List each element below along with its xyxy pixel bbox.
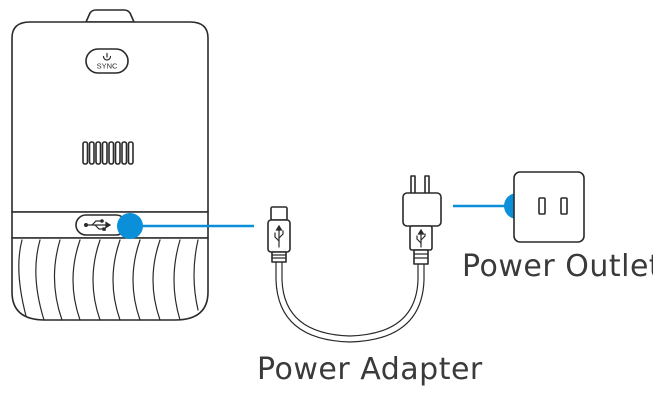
power-icon (102, 52, 112, 61)
usb-cable (267, 206, 425, 343)
camera-usb-port[interactable] (75, 214, 127, 236)
sync-button[interactable]: SYNC (85, 48, 129, 74)
power-adapter (402, 175, 442, 265)
camera-device: SYNC (11, 9, 209, 321)
usb-icon (416, 228, 426, 248)
sync-label: SYNC (97, 62, 118, 71)
camera-base-grooves (18, 239, 199, 321)
camera-upper-body (11, 21, 209, 213)
camera-top-cap (85, 9, 135, 23)
usb-icon (83, 219, 112, 231)
power-adapter-label: Power Adapter (257, 352, 483, 387)
camera-port-dot (117, 213, 143, 239)
power-outlet-label: Power Outlet (462, 249, 653, 284)
speaker-grille (82, 141, 134, 165)
power-outlet (513, 171, 585, 243)
camera-base (11, 237, 209, 321)
usb-icon (274, 224, 284, 248)
